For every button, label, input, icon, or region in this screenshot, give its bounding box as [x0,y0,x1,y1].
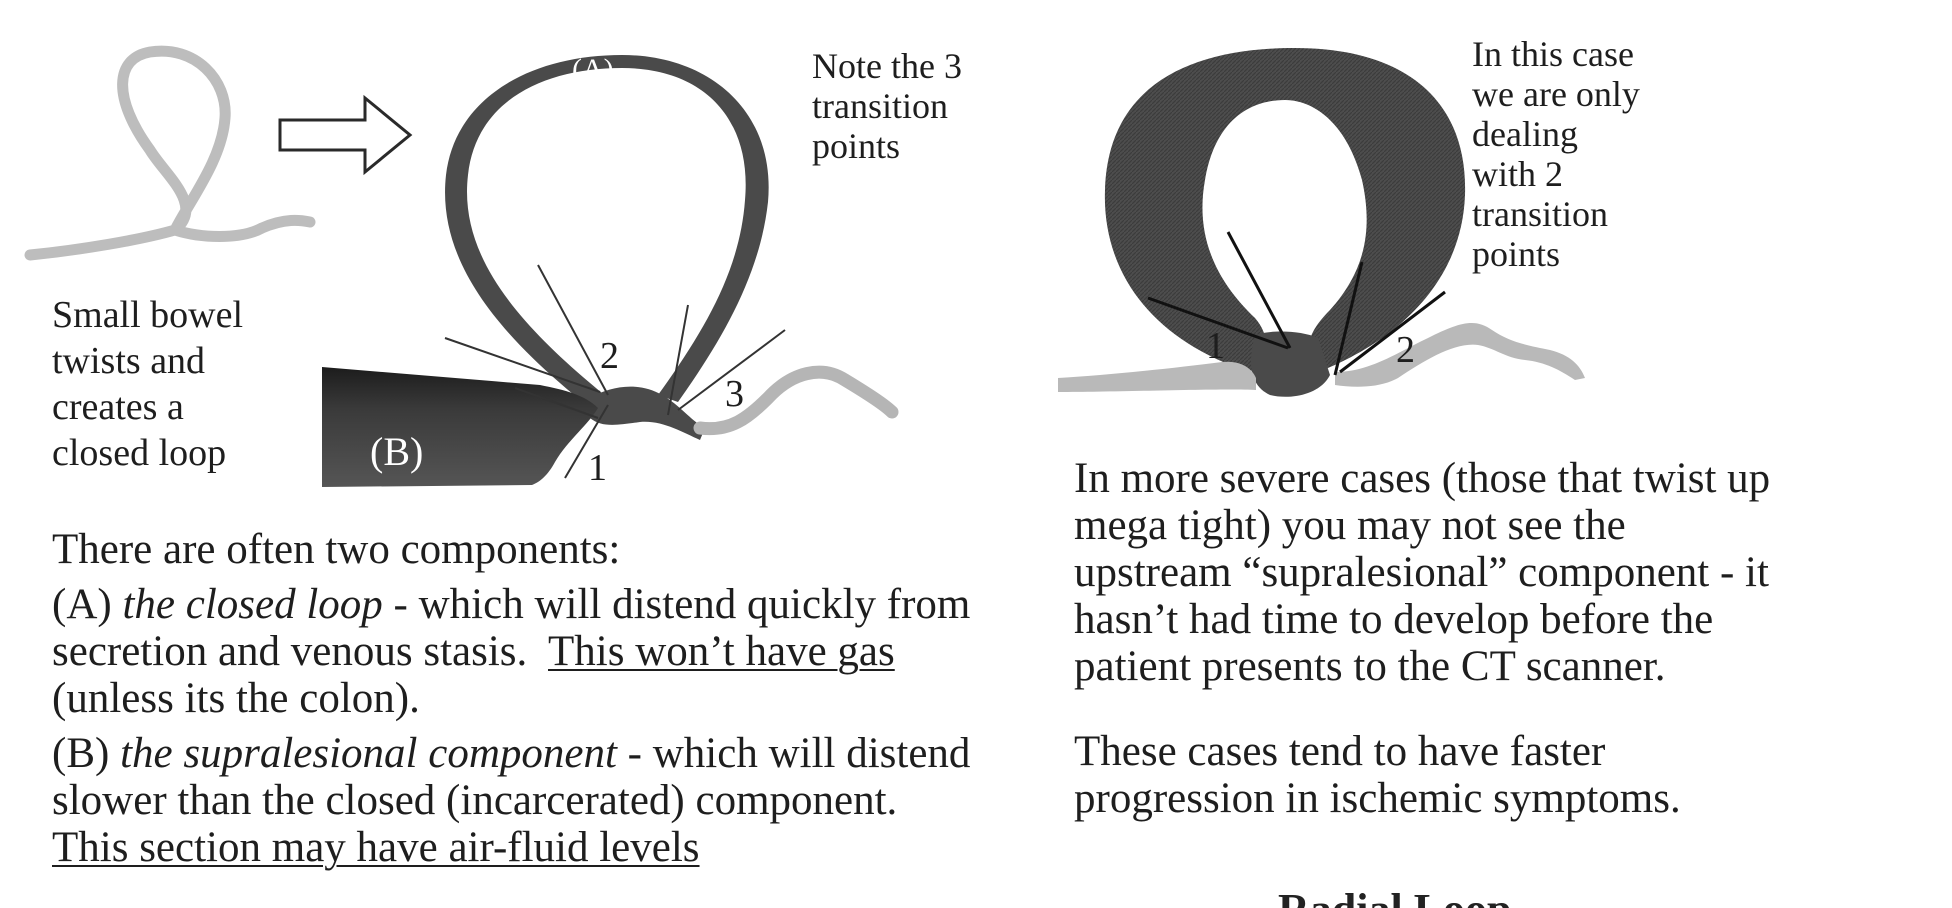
case-note: In this case we are only dealing with 2 … [1472,34,1640,274]
case-line: dealing [1472,114,1578,154]
severe-cases-text: In more severe cases (those that twist u… [1074,455,1934,690]
term-closed-loop: the closed loop [122,581,383,628]
transition-number: 1 [1206,325,1225,367]
faster-progression-text: These cases tend to have faster progress… [1074,728,1934,822]
label-b: (B) [370,429,424,474]
transition-number: 3 [725,373,744,415]
loop-caption-line: creates a [52,386,184,428]
downstream-bowel [693,365,899,436]
twisted-loop-icon [24,45,316,261]
note-text: Note the 3 transition points [812,46,962,166]
label-a: (A) [572,55,614,79]
faster-line: progression in ischemic symptoms. [1074,775,1681,822]
case-line: we are only [1472,74,1640,114]
transition-lines-left [444,264,786,479]
knot-region [590,386,705,440]
air-fluid-note: This section may have air-fluid levels [52,824,700,871]
loop-caption-line: twists and [52,340,206,382]
case-line: with 2 [1472,154,1564,194]
note-line: Note the 3 [812,46,962,86]
severe-line: patient presents to the CT scanner. [1074,643,1666,690]
term-supralesional: the supralesional component [120,730,617,777]
faster-line: These cases tend to have faster [1074,728,1606,775]
severe-line: hasn’t had time to develop before the [1074,596,1714,643]
case-line: transition [1472,194,1608,234]
right-bowel-segments [1058,323,1585,392]
loop-caption-line: Small bowel [52,294,244,336]
transition-number: 2 [1396,329,1415,371]
item-b: (B) the supralesional component - which … [52,730,971,871]
loop-caption: Small bowel twists and creates a closed … [52,292,243,476]
transition-number: 2 [600,335,619,377]
closed-loop-thick [1104,48,1466,397]
loop-caption-line: closed loop [52,432,227,474]
case-line: In this case [1472,34,1634,74]
note-line: transition [812,86,948,126]
case-line: points [1472,234,1561,274]
cut-off-heading: Radial Loop [1278,890,1512,908]
no-gas-note: This won’t have gas [548,628,895,675]
transition-number: 1 [588,447,607,489]
severe-line: In more severe cases (those that twist u… [1074,455,1771,502]
severe-line: mega tight) you may not see the [1074,502,1626,549]
severe-line: upstream “supralesional” component - it [1074,549,1769,596]
left-explanation: There are often two components: (A) the … [52,526,1052,871]
supralesional-b [322,367,598,487]
note-line: points [812,126,901,166]
right-arrow-icon [278,94,413,176]
transition-lines-right [1147,231,1446,376]
intro-line: There are often two components: [52,526,621,573]
item-a: (A) the closed loop - which will distend… [52,581,971,722]
